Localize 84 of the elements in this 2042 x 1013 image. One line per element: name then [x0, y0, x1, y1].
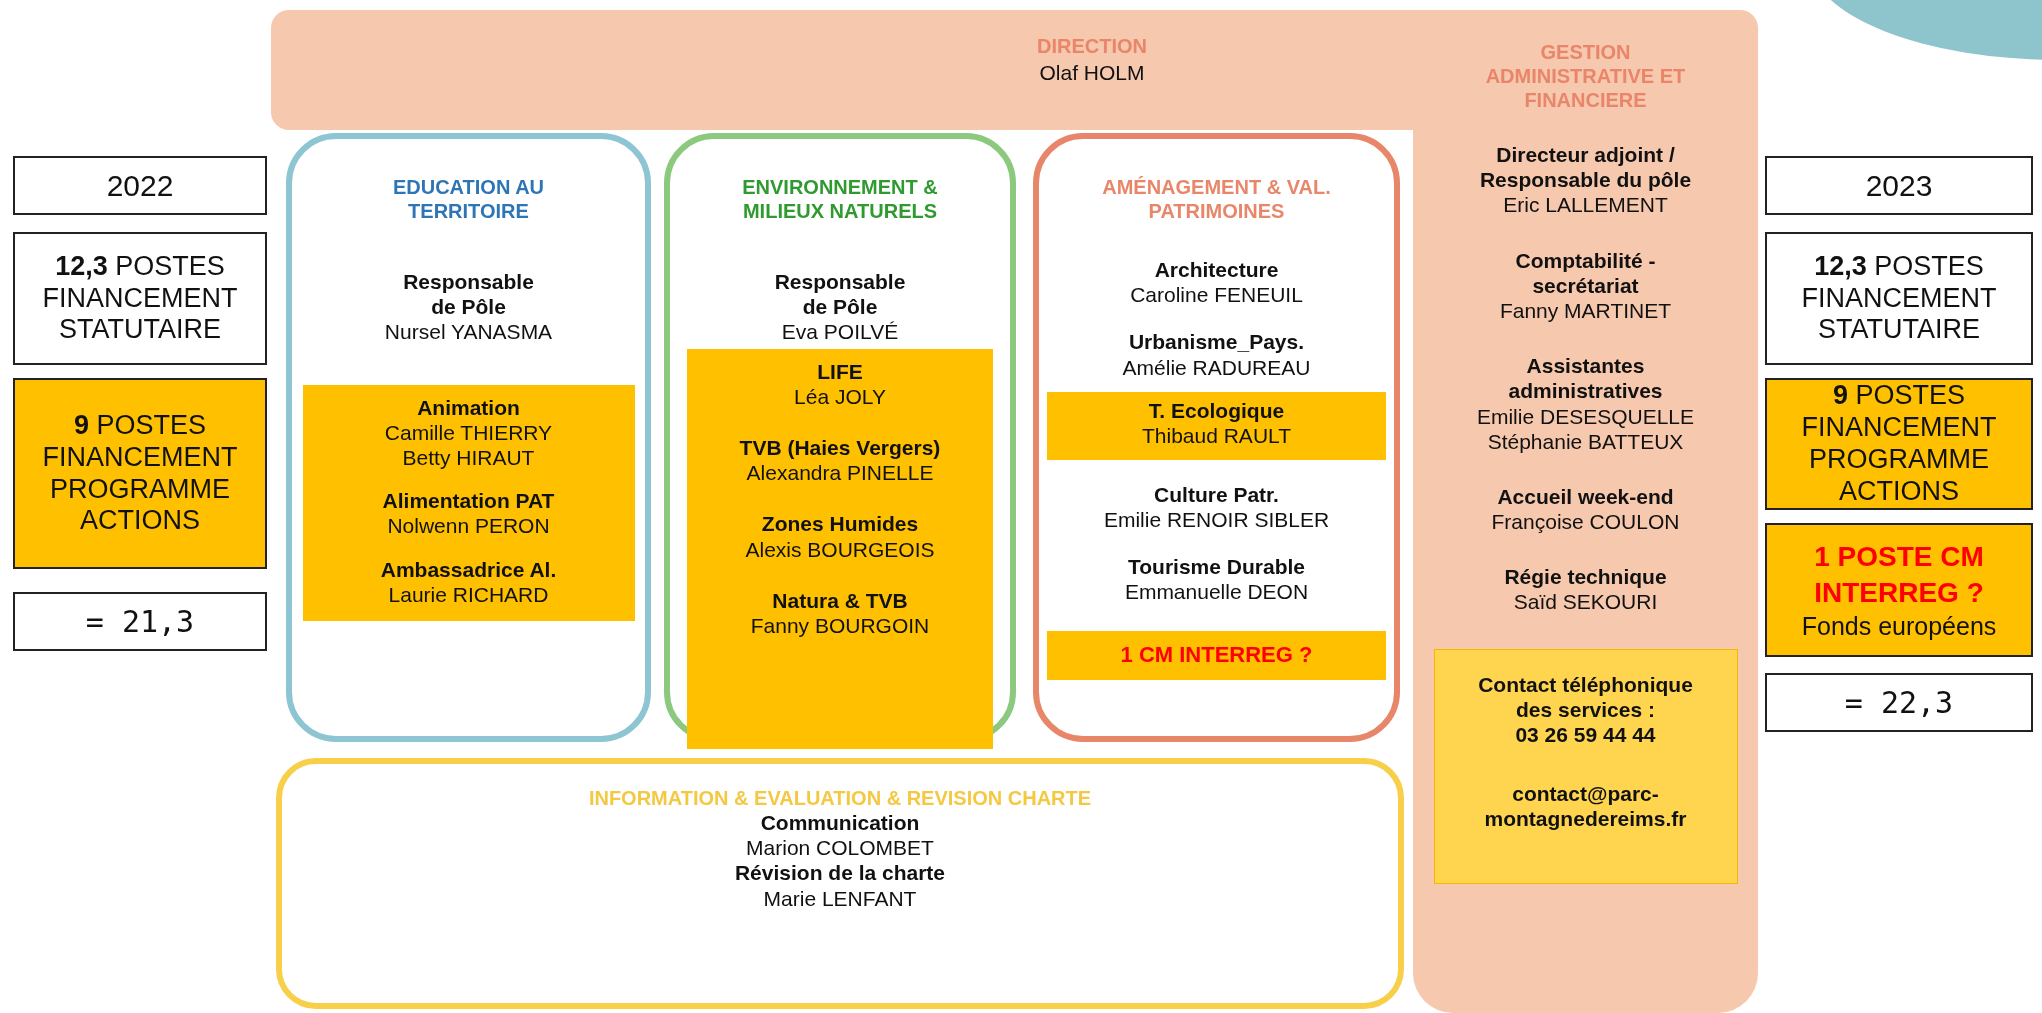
- year-box: [13, 156, 267, 215]
- total-count: = 21,3: [85, 603, 195, 640]
- staff-name: Nolwenn PERON: [387, 513, 550, 539]
- year-label: 2023: [1865, 167, 1933, 204]
- department-panel: [276, 758, 1404, 1009]
- panel-heading: EDUCATION AU TERRITOIRE: [391, 175, 546, 223]
- panel-heading: ENVIRONNEMENT & MILIEUX NATURELS: [741, 175, 939, 223]
- funded-staff-box: [302, 384, 635, 621]
- staff-name: Saïd SEKOURI: [1513, 589, 1658, 615]
- job-title: Tourisme Durable: [1128, 554, 1305, 580]
- panel-heading: AMÉNAGEMENT & VAL. PATRIMOINES: [1101, 175, 1332, 223]
- staff-count-box: [1765, 378, 2033, 510]
- phone-number: 03 26 59 44 44: [1515, 722, 1656, 748]
- year-box: [1765, 156, 2033, 215]
- staff-name: Alexandra PINELLE: [746, 460, 934, 486]
- job-title: Communication: [760, 810, 920, 836]
- job-title: LIFE: [817, 358, 863, 384]
- staff-count: 12,3 POSTES FINANCEMENT STATUTAIRE: [1800, 250, 1998, 347]
- staff-name: Eric LALLEMENT: [1503, 192, 1668, 218]
- department-panel: [1413, 10, 1758, 1013]
- staff-name: Camille THIERRY: [384, 419, 553, 445]
- staff-name: Alexis BOURGEOIS: [745, 536, 935, 562]
- job-title: Architecture: [1154, 257, 1279, 283]
- job-title: Ambassadrice Al.: [380, 556, 557, 582]
- job-title: Animation: [417, 394, 520, 420]
- job-title: Assistantes administratives: [1507, 353, 1664, 404]
- funded-staff-box: [687, 348, 993, 749]
- job-title: Responsable de Pôle: [402, 269, 535, 320]
- staff-name: Betty HIRAUT: [402, 444, 535, 471]
- staff-name: Marie LENFANT: [763, 885, 917, 911]
- job-title: Accueil week-end: [1497, 483, 1674, 510]
- job-title: Natura & TVB: [772, 587, 908, 613]
- staff-name: Laurie RICHARD: [388, 581, 549, 607]
- total-count: = 22,3: [1844, 684, 1954, 721]
- staff-name: Amélie RADUREAU: [1122, 354, 1311, 380]
- staff-name: Emmanuelle DEON: [1124, 579, 1309, 605]
- panel-heading: DIRECTION: [1037, 34, 1147, 58]
- staff-count: 12,3 POSTES FINANCEMENT STATUTAIRE: [41, 250, 239, 347]
- staff-name: Thibaud RAULT: [1142, 422, 1291, 449]
- job-title: Urbanisme_Pays.: [1128, 329, 1305, 355]
- staff-count-box: [1765, 232, 2033, 365]
- staff-name: Léa JOLY: [794, 383, 886, 409]
- vacancy-note: 1 CM INTERREG ?: [1120, 641, 1313, 669]
- staff-name: Nursel YANASMA: [384, 319, 553, 345]
- vacancy-note: 1 POSTE CM INTERREG ?: [1813, 539, 1985, 610]
- job-title: TVB (Haies Vergers): [739, 434, 941, 461]
- panel-heading: GESTION ADMINISTRATIVE ET FINANCIERE: [1484, 40, 1687, 112]
- panel-heading: INFORMATION & EVALUATION & REVISION CHARTE: [588, 786, 1092, 810]
- staff-name: Emilie RENOIR SIBLER: [1103, 506, 1330, 533]
- staff-count: 9 POSTES FINANCEMENT PROGRAMME ACTIONS: [1800, 380, 1998, 508]
- contact-info: Contact téléphonique des services :: [1477, 671, 1694, 722]
- job-title: Alimentation PAT: [382, 488, 555, 514]
- department-panel: [286, 133, 651, 742]
- year-label: 2022: [106, 167, 174, 204]
- job-title: Comptabilité - secrétariat: [1514, 247, 1657, 298]
- email-address: contact@parc-montagnedereims.fr: [1483, 781, 1688, 832]
- staff-name: Caroline FENEUIL: [1130, 282, 1303, 308]
- job-title: Responsable de Pôle: [773, 269, 907, 320]
- job-title: Révision de la charte: [734, 860, 946, 886]
- job-title: Régie technique: [1504, 564, 1667, 590]
- staff-name: Olaf HOLM: [1039, 60, 1145, 86]
- staff-name: Françoise COULON: [1491, 509, 1680, 535]
- staff-count-box: [13, 232, 267, 365]
- direction-band: [271, 10, 1413, 130]
- job-title: T. Ecologique: [1148, 397, 1285, 423]
- staff-name: Emilie DESESQUELLE: [1476, 403, 1695, 429]
- staff-count: 9 POSTES FINANCEMENT PROGRAMME ACTIONS: [41, 409, 239, 538]
- department-panel: [1033, 133, 1400, 742]
- funded-staff-box: [1047, 630, 1386, 680]
- funding-note: Fonds européens: [1801, 611, 1997, 642]
- contact-box: [1433, 648, 1738, 884]
- staff-name: Eva POILVÉ: [781, 319, 899, 345]
- total-box: [13, 592, 267, 651]
- staff-name: Fanny MARTINET: [1499, 297, 1672, 324]
- total-box: [1765, 673, 2033, 732]
- job-title: Zones Humides: [761, 511, 919, 537]
- staff-name: Marion COLOMBET: [746, 835, 934, 861]
- job-title: Directeur adjoint / Responsable du pôle: [1478, 142, 1693, 193]
- staff-count-box: [1765, 523, 2033, 657]
- staff-name: Stéphanie BATTEUX: [1487, 428, 1684, 454]
- funded-staff-box: [1047, 391, 1386, 460]
- staff-name: Fanny BOURGOIN: [750, 612, 930, 639]
- staff-count-box: [13, 378, 267, 569]
- job-title: Culture Patr.: [1154, 481, 1279, 507]
